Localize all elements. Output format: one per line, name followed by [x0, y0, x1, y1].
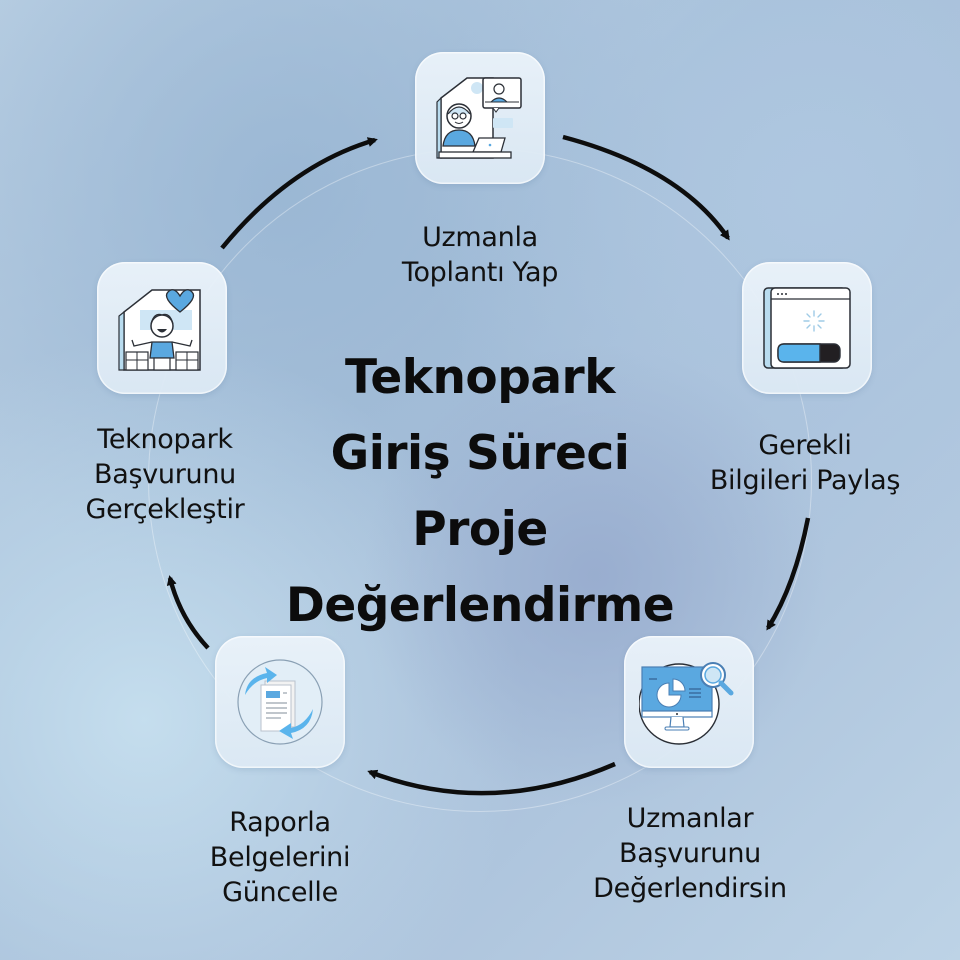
arrow-step1-to-step2 — [562, 134, 730, 241]
welcome-home-icon — [118, 289, 201, 371]
step-2-label: Gerekli Bilgileri Paylaş — [709, 430, 901, 496]
step-3-tile — [624, 636, 754, 768]
arrow-step5-to-step1 — [220, 137, 378, 250]
step-5-label: Teknopark Başvurunu Gerçekleştir — [85, 424, 245, 525]
step-2-tile — [742, 262, 872, 394]
monitor-analysis-icon — [639, 662, 734, 745]
arrow-step4-to-step5 — [166, 575, 210, 650]
step-4-tile — [215, 636, 345, 768]
step-4-label: Raporla Belgelerini Güncelle — [209, 807, 351, 908]
title-line: Teknopark — [345, 350, 616, 405]
step-1-label: Uzmanla Toplantı Yap — [401, 222, 559, 288]
title-line: Değerlendirme — [285, 578, 675, 633]
browser-loading-icon — [763, 287, 851, 369]
step-5-tile — [97, 262, 227, 394]
title-line: Proje — [412, 502, 548, 557]
video-meeting-icon — [436, 77, 522, 159]
step-3-label: Uzmanlar Başvurunu Değerlendirsin — [593, 803, 787, 904]
step-1-tile — [415, 52, 545, 184]
arrow-step3-to-step4 — [367, 761, 616, 796]
title-line: Giriş Süreci — [330, 426, 630, 481]
document-update-icon — [237, 659, 323, 745]
arrow-step2-to-step3 — [766, 517, 811, 631]
diagram-title: Teknopark Giriş Süreci Proje Değerlendir… — [230, 340, 730, 644]
